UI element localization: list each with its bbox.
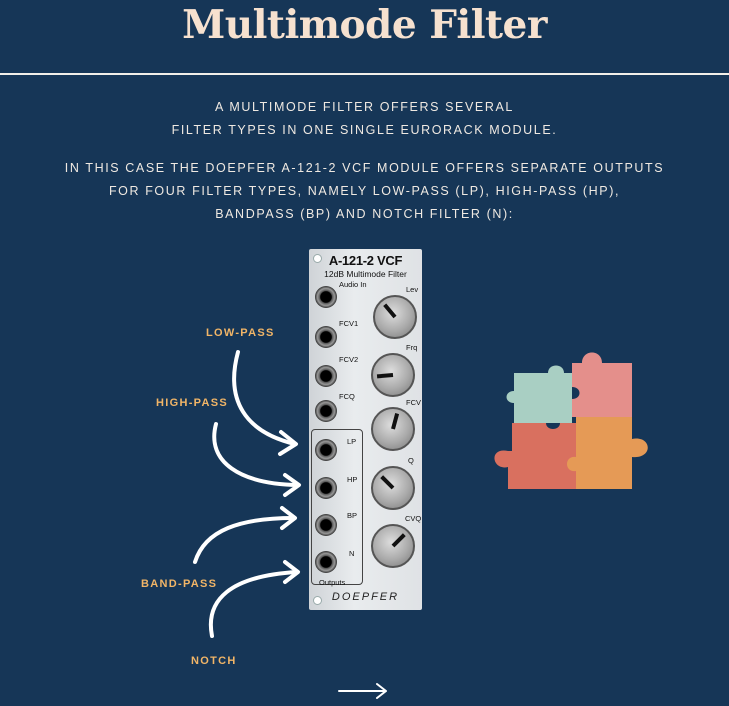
intro-line-1: A MULTIMODE FILTER OFFERS SEVERAL — [215, 100, 514, 114]
audio-in-jack[interactable] — [315, 286, 337, 308]
detail-line-3: BANDPASS (BP) AND NOTCH FILTER (N): — [215, 207, 514, 221]
fcv1-label: FCV1 — [339, 319, 359, 328]
lp-output-jack[interactable] — [315, 439, 337, 461]
bp-output-jack[interactable] — [315, 514, 337, 536]
fcv-knob[interactable] — [371, 407, 415, 451]
notch-label: NOTCH — [191, 655, 237, 667]
q-knob[interactable] — [371, 466, 415, 510]
detail-line-1: IN THIS CASE THE DOEPFER A-121-2 VCF MOD… — [64, 161, 665, 175]
intro-line-2: FILTER TYPES IN ONE SINGLE EURORACK MODU… — [171, 123, 558, 137]
intro-text: A MULTIMODE FILTER OFFERS SEVERAL FILTER… — [0, 96, 729, 142]
q-label: Q — [408, 456, 414, 465]
band-pass-arrow — [193, 516, 296, 564]
band-pass-label: BAND-PASS — [141, 578, 218, 590]
audio-in-label: Audio In — [339, 280, 367, 289]
fcv1-jack[interactable] — [315, 326, 337, 348]
low-pass-arrow-head — [278, 430, 298, 456]
next-button[interactable] — [337, 681, 391, 701]
hp-label: HP — [347, 475, 358, 484]
n-label: N — [349, 549, 355, 558]
lev-knob[interactable] — [373, 295, 417, 339]
cvq-label: CVQ — [405, 514, 422, 523]
fcv2-label: FCV2 — [339, 355, 359, 364]
puzzle-icon — [494, 352, 648, 489]
vcf-module: A-121-2 VCF 12dB Multimode Filter Audio … — [309, 249, 422, 610]
fcq-jack[interactable] — [315, 400, 337, 422]
fcq-label: FCQ — [339, 392, 355, 401]
brand-logo: DOEPFER — [331, 591, 400, 603]
bp-label: BP — [347, 511, 358, 520]
arrow-right-icon — [338, 683, 387, 699]
notch-arrow-head — [283, 560, 300, 584]
outputs-label: Outputs — [319, 578, 346, 587]
module-name: A-121-2 VCF — [328, 253, 403, 268]
fcv-label: FCV — [406, 398, 421, 407]
screw-top — [313, 254, 322, 263]
detail-line-2: FOR FOUR FILTER TYPES, NAMELY LOW-PASS (… — [108, 184, 621, 198]
hp-output-jack[interactable] — [315, 477, 337, 499]
page-title: Multimode Filter — [182, 2, 547, 48]
puzzle-piece-pink — [572, 352, 632, 425]
outputs-group — [311, 429, 363, 585]
module-subtitle: 12dB Multimode Filter — [324, 269, 407, 279]
title-divider — [0, 73, 729, 75]
lp-label: LP — [347, 437, 357, 446]
notch-output-jack[interactable] — [315, 551, 337, 573]
fcv2-jack[interactable] — [315, 365, 337, 387]
frq-knob[interactable] — [371, 353, 415, 397]
puzzle-piece-teal — [506, 365, 572, 423]
band-pass-arrow-head — [280, 506, 297, 530]
high-pass-label: HIGH-PASS — [156, 397, 229, 409]
high-pass-arrow — [212, 422, 300, 487]
low-pass-arrow — [232, 350, 297, 446]
low-pass-label: LOW-PASS — [206, 327, 275, 339]
lev-label: Lev — [406, 285, 419, 294]
frq-label: Frq — [406, 343, 418, 352]
puzzle-piece-orange — [567, 417, 648, 489]
detail-text: IN THIS CASE THE DOEPFER A-121-2 VCF MOD… — [0, 157, 729, 226]
screw-bottom — [313, 596, 322, 605]
puzzle-piece-red — [494, 423, 576, 489]
notch-arrow — [208, 570, 299, 638]
high-pass-arrow-head — [283, 473, 301, 497]
cvq-knob[interactable] — [371, 524, 415, 568]
